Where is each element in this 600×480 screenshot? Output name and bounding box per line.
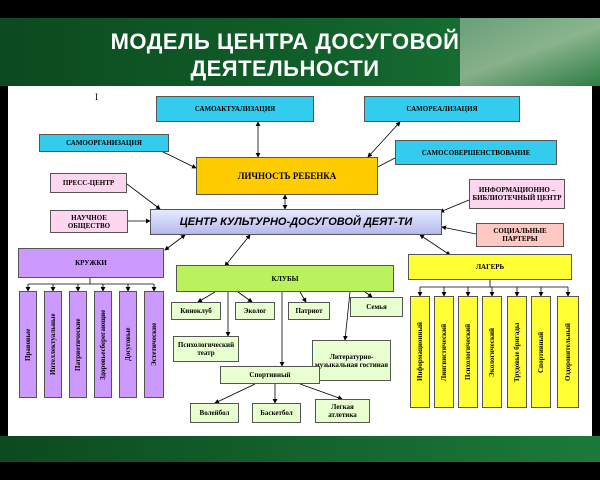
box-socialnye-partery: СОЦИАЛЬНЫЕ ПАРТЕРЫ [476, 223, 564, 247]
corner-mark: I [95, 92, 98, 102]
footer-band [0, 436, 600, 462]
box-lager: ЛАГЕРЬ [408, 254, 572, 280]
club-patriot: Патриот [288, 302, 330, 320]
club-sportivnyy: Спортивный [220, 366, 320, 384]
kruzhok-item: Эстетические [144, 291, 164, 398]
line-info [439, 199, 470, 213]
lager-item: Психологический [458, 296, 478, 408]
kruzhok-item: Досуговые [119, 291, 137, 398]
lager-item: Экологический [482, 296, 502, 408]
lager-item: Оздоровительный [557, 296, 579, 408]
club-semya: Семья [350, 297, 403, 317]
lager-item: Спортивный [531, 296, 551, 408]
line-lager [419, 234, 451, 256]
box-samoaktualizatsiya: САМОАКТУАЛИЗАЦИЯ [156, 96, 314, 122]
bottom-bar [0, 462, 600, 480]
club-kinoklub: Киноклуб [171, 302, 221, 320]
page-title: МОДЕЛЬ ЦЕНТРА ДОСУГОВОЙ ДЕЯТЕЛЬНОСТИ [30, 28, 540, 82]
club-legkaya-atletika: Легкая атлетика [315, 399, 370, 423]
club-literaturno-muzykalnaya: Литературно-музыкальная гостиная [312, 340, 391, 381]
box-center-kd: ЦЕНТР КУЛЬТУРНО-ДОСУГОВОЙ ДЕЯТ-ТИ [150, 209, 442, 235]
lager-item: Информационный [410, 296, 430, 408]
club-basketbol: Баскетбол [252, 403, 301, 423]
box-info-center: ИНФОРМАЦИОННО – БИБЛИОТЕЧНЫЙ ЦЕНТР [469, 179, 565, 209]
club-voleybol: Волейбол [190, 403, 239, 423]
line-partnery [441, 225, 477, 235]
box-nauchnoe-obshchestvo: НАУЧНОЕ ОБЩЕСТВО [50, 210, 128, 233]
box-lichnost-rebenka: ЛИЧНОСТЬ РЕБЕНКА [196, 157, 378, 195]
top-bar [0, 0, 600, 18]
box-samoorganizatsiya: САМООРГАНИЗАЦИЯ [39, 134, 169, 152]
club-ekolog: Эколог [235, 302, 275, 320]
box-samorealizatsiya: САМОРЕАЛИЗАЦИЯ [364, 96, 520, 122]
club-psikhologicheskiy-teatr: Психологический театр [173, 336, 239, 362]
kruzhok-item: Правовые [19, 291, 37, 398]
title-line-2: ДЕЯТЕЛЬНОСТИ [190, 56, 380, 81]
kruzhok-item: Здоровьесберегающие [94, 291, 112, 398]
kruzhok-item: Интеллектуальные [44, 291, 62, 398]
line-kruzhki [164, 234, 186, 251]
box-kruzhki: КРУЖКИ [18, 248, 164, 278]
pen-decoration-image [460, 18, 600, 86]
kruzhok-item: Патриотические [69, 291, 87, 398]
center-label: ЦЕНТР КУЛЬТУРНО-ДОСУГОВОЙ ДЕЯТ-ТИ [179, 216, 413, 228]
box-kluby: КЛУБЫ [176, 265, 394, 292]
line-samoreal [367, 121, 401, 158]
lager-item: Лингвистический [434, 296, 454, 408]
box-press-center: ПРЕСС-ЦЕНТР [50, 173, 127, 193]
line-press [126, 183, 161, 210]
line-kluby [224, 234, 251, 267]
title-line-1: МОДЕЛЬ ЦЕНТРА ДОСУГОВОЙ [110, 29, 460, 54]
box-samosovershenstvovanie: САМОСОВЕРШЕНСТВОВАНИЕ [395, 140, 557, 165]
lager-item: Трудовые бригады [507, 296, 527, 408]
